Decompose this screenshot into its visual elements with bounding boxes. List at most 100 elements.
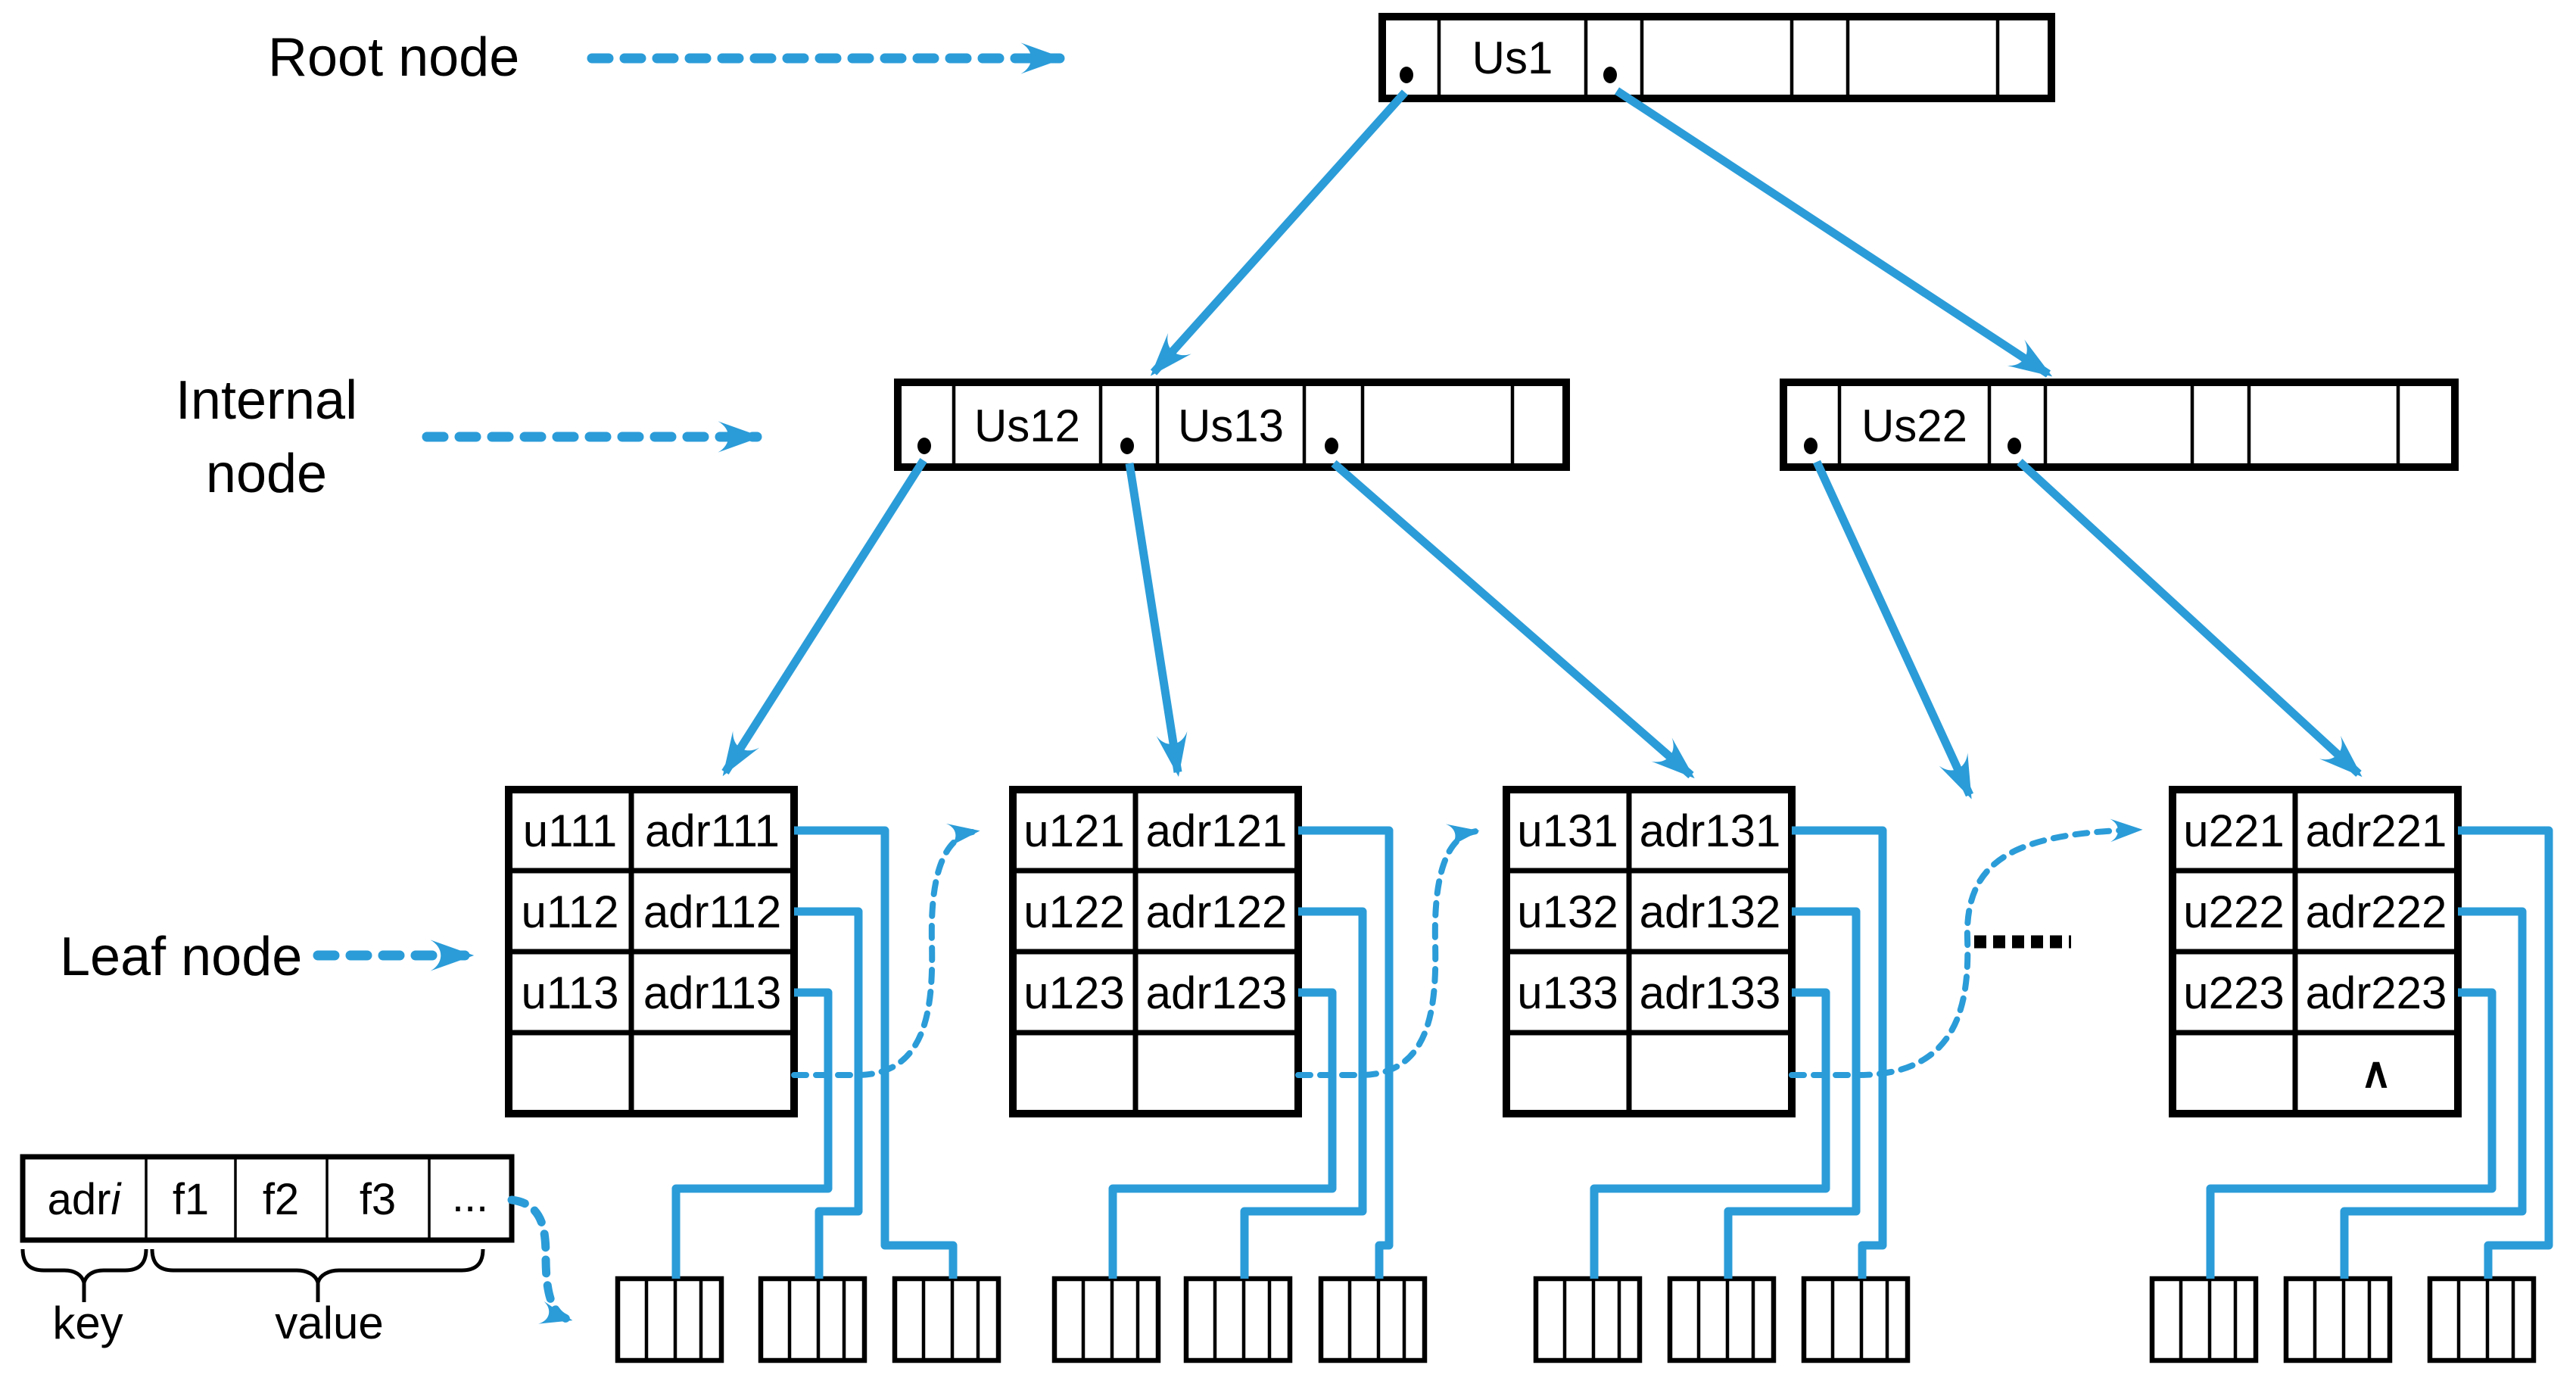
pointer-dot (1400, 67, 1413, 83)
sibling-pointer-leaf3-leaf4 (1789, 818, 2143, 1079)
leaf-node-1: u111 adr111 u112 adr112 u113 adr113 (505, 786, 798, 1117)
internal-left-key1: Us12 (974, 400, 1080, 451)
leaf-key: u132 (1517, 887, 1618, 937)
pointer-dot (1120, 438, 1134, 454)
root-node-label: Root node (268, 27, 519, 88)
internal-node-label-line2: node (206, 444, 327, 504)
leaf-value: adr132 (1640, 887, 1781, 937)
arrow-root-to-internal-left (1150, 89, 1409, 376)
arrow-internal-right-to-leaf4 (2017, 458, 2363, 778)
leaf-key: u223 (2183, 968, 2284, 1018)
record-block (1667, 1276, 1777, 1363)
pointer-dot (1603, 67, 1617, 83)
leaf-value: adr133 (1640, 968, 1781, 1018)
connector-adr122 (1240, 907, 1367, 1279)
connector-adr223 (2206, 988, 2497, 1279)
record-block (2149, 1276, 2259, 1363)
connector-adr132 (1724, 907, 1861, 1279)
pointer-dot (1325, 438, 1338, 454)
internal-right-box (1780, 379, 2459, 471)
connector-adr112 (794, 907, 863, 1279)
key-brace (20, 1248, 148, 1289)
leaf-key: u111 (523, 806, 618, 856)
root-node: Us1 (1378, 13, 2055, 102)
arrow-internal-left-to-leaf2 (1125, 463, 1188, 778)
record-block (758, 1276, 867, 1363)
record-block (2283, 1276, 2393, 1363)
leaf-value: adr111 (645, 806, 780, 856)
leaf-value: adr122 (1146, 887, 1288, 937)
pointer-dot (917, 438, 931, 454)
leaf-node-2: u121 adr121 u122 adr122 u123 adr123 (1009, 786, 1302, 1117)
connector-adr113 (671, 988, 833, 1279)
root-node-box (1378, 13, 2055, 102)
leaf-value: adr222 (2306, 887, 2447, 937)
record-field-more: ... (452, 1172, 488, 1221)
pointer-dot (2008, 438, 2021, 454)
connector-adr121 (1298, 826, 1394, 1279)
legend-to-record-arrow (507, 1195, 574, 1324)
connector-adr133 (1590, 988, 1830, 1279)
record-block (1051, 1276, 1161, 1363)
internal-left-key2: Us13 (1178, 400, 1284, 451)
internal-node-right: Us22 (1780, 379, 2459, 471)
leaf-key: u122 (1023, 887, 1124, 937)
arrow-internal-left-to-leaf3 (1331, 460, 1695, 779)
record-format-legend: adri f1 f2 f3 ... key value (20, 1154, 574, 1348)
leaf-key: u123 (1023, 968, 1124, 1018)
arrow-root-to-internal-right (1614, 87, 2053, 378)
leaf-value: adr131 (1640, 806, 1781, 856)
leaf-value: adr223 (2306, 968, 2447, 1018)
leaf-value: adr123 (1146, 968, 1288, 1018)
null-pointer-marker: ∧ (2361, 1049, 2392, 1096)
pointer-dot (1804, 438, 1818, 454)
leaf-key: u133 (1517, 968, 1618, 1018)
record-field-f3: f3 (360, 1175, 396, 1224)
connector-adr111 (794, 826, 958, 1279)
leaf-node-label: Leaf node (60, 927, 302, 987)
leaf-key: u112 (521, 887, 618, 937)
leaf-key: u222 (2183, 887, 2284, 937)
record-block (1318, 1276, 1428, 1363)
value-brace-label: value (275, 1298, 383, 1348)
internal-node-label-line1: Internal (176, 370, 357, 431)
record-field-f2: f2 (263, 1175, 299, 1224)
record-field-f1: f1 (173, 1175, 209, 1224)
leaf-value: adr221 (2306, 806, 2447, 856)
record-key-field: adri (48, 1175, 123, 1224)
record-block (2427, 1276, 2537, 1363)
leaf-value: adr112 (643, 887, 781, 937)
record-block (615, 1276, 724, 1363)
record-blocks (615, 1276, 2537, 1363)
key-brace-label: key (52, 1298, 123, 1348)
leaf-key: u121 (1023, 806, 1124, 856)
leaf-node-4: u221 adr221 u222 adr222 u223 adr223 ∧ (2169, 786, 2462, 1117)
leaf-sibling-pointers (791, 818, 2143, 1079)
sibling-pointer-leaf1-leaf2 (791, 823, 980, 1078)
leaf-key: u221 (2183, 806, 2284, 856)
leaf-key: u113 (521, 968, 618, 1018)
tree-pointer-arrows (721, 87, 2363, 799)
record-pointer-connectors (671, 826, 2553, 1279)
sibling-pointer-leaf2-leaf3 (1295, 824, 1480, 1078)
connector-adr222 (2340, 907, 2527, 1279)
leaf-value: adr121 (1146, 806, 1288, 856)
record-block (1533, 1276, 1643, 1363)
root-key: Us1 (1472, 33, 1553, 83)
record-block (1801, 1276, 1911, 1363)
record-block (892, 1276, 1001, 1363)
arrow-internal-right-to-omitted-leaf (1813, 460, 1973, 799)
leaf-node-3: u131 adr131 u132 adr132 u133 adr133 (1503, 786, 1796, 1117)
connector-adr131 (1792, 826, 1887, 1279)
legend-labels: Root node Internal node Leaf node (60, 27, 1065, 987)
leaf-key: u131 (1517, 806, 1618, 856)
internal-node-left: Us12 Us13 (894, 379, 1570, 471)
leaf-value: adr113 (643, 968, 781, 1018)
internal-left-box (894, 379, 1570, 471)
arrow-internal-left-to-leaf1 (721, 458, 927, 777)
connector-adr123 (1108, 988, 1337, 1279)
record-block (1183, 1276, 1293, 1363)
internal-right-key1: Us22 (1861, 400, 1967, 451)
